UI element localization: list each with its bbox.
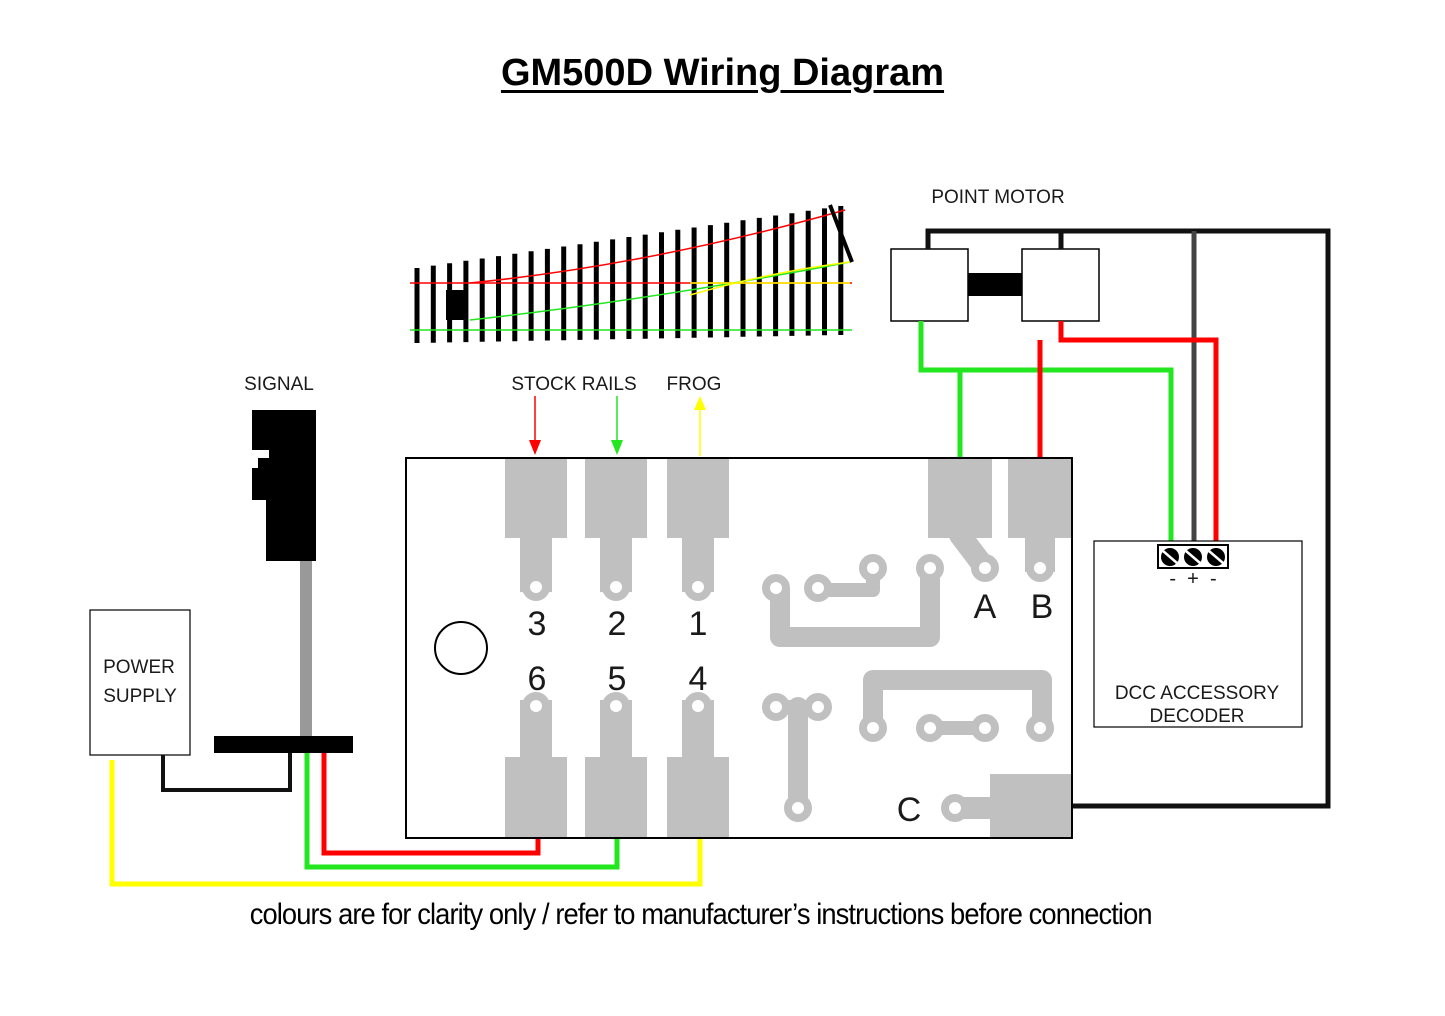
- terminal-6-label: 6: [528, 660, 547, 698]
- stock-rail-arrow-red: [529, 396, 541, 455]
- wires-point-motor: [918, 228, 1331, 809]
- mounting-hole-icon: [434, 621, 488, 675]
- decoder-screw-terminal-icon: [1161, 548, 1225, 566]
- wires-power-signal: [109, 753, 703, 887]
- decoder-terminal-polarity: - + -: [1169, 568, 1216, 590]
- signal-label: SIGNAL: [244, 374, 314, 395]
- power-supply: POWER SUPPLY: [89, 609, 191, 756]
- terminal-b-label: B: [1031, 588, 1054, 626]
- terminal-3-label: 3: [528, 605, 547, 643]
- turnout-track-illustration: [410, 204, 854, 343]
- point-motor: [890, 248, 1100, 322]
- footnote: colours are for clarity only / refer to …: [249, 898, 1153, 931]
- signal-icon: [214, 410, 353, 753]
- page-title: GM500D Wiring Diagram: [500, 52, 945, 94]
- stock-rails-label: STOCK RAILS: [511, 374, 636, 395]
- terminal-5-label: 5: [608, 660, 627, 698]
- point-motor-label: POINT MOTOR: [931, 187, 1064, 208]
- power-supply-label-line1: POWER: [103, 657, 175, 678]
- decoder-label-line2: DECODER: [1149, 706, 1244, 727]
- terminal-c-label: C: [897, 791, 922, 829]
- frog-arrow-yellow: [694, 396, 706, 456]
- frog-label: FROG: [667, 374, 722, 395]
- stock-rail-arrow-green: [611, 396, 623, 455]
- decoder-label-line1: DCC ACCESSORY: [1115, 683, 1280, 704]
- terminal-2-label: 2: [608, 605, 627, 643]
- power-supply-label-line2: SUPPLY: [103, 686, 177, 707]
- terminal-4-label: 4: [689, 660, 708, 698]
- terminal-a-label: A: [974, 588, 997, 626]
- terminal-1-label: 1: [689, 605, 708, 643]
- dcc-accessory-decoder: - + - DCC ACCESSORY DECODER: [1093, 540, 1303, 728]
- gm500d-circuit-board: 3 2 1 6 5 4 A B C: [405, 457, 1073, 839]
